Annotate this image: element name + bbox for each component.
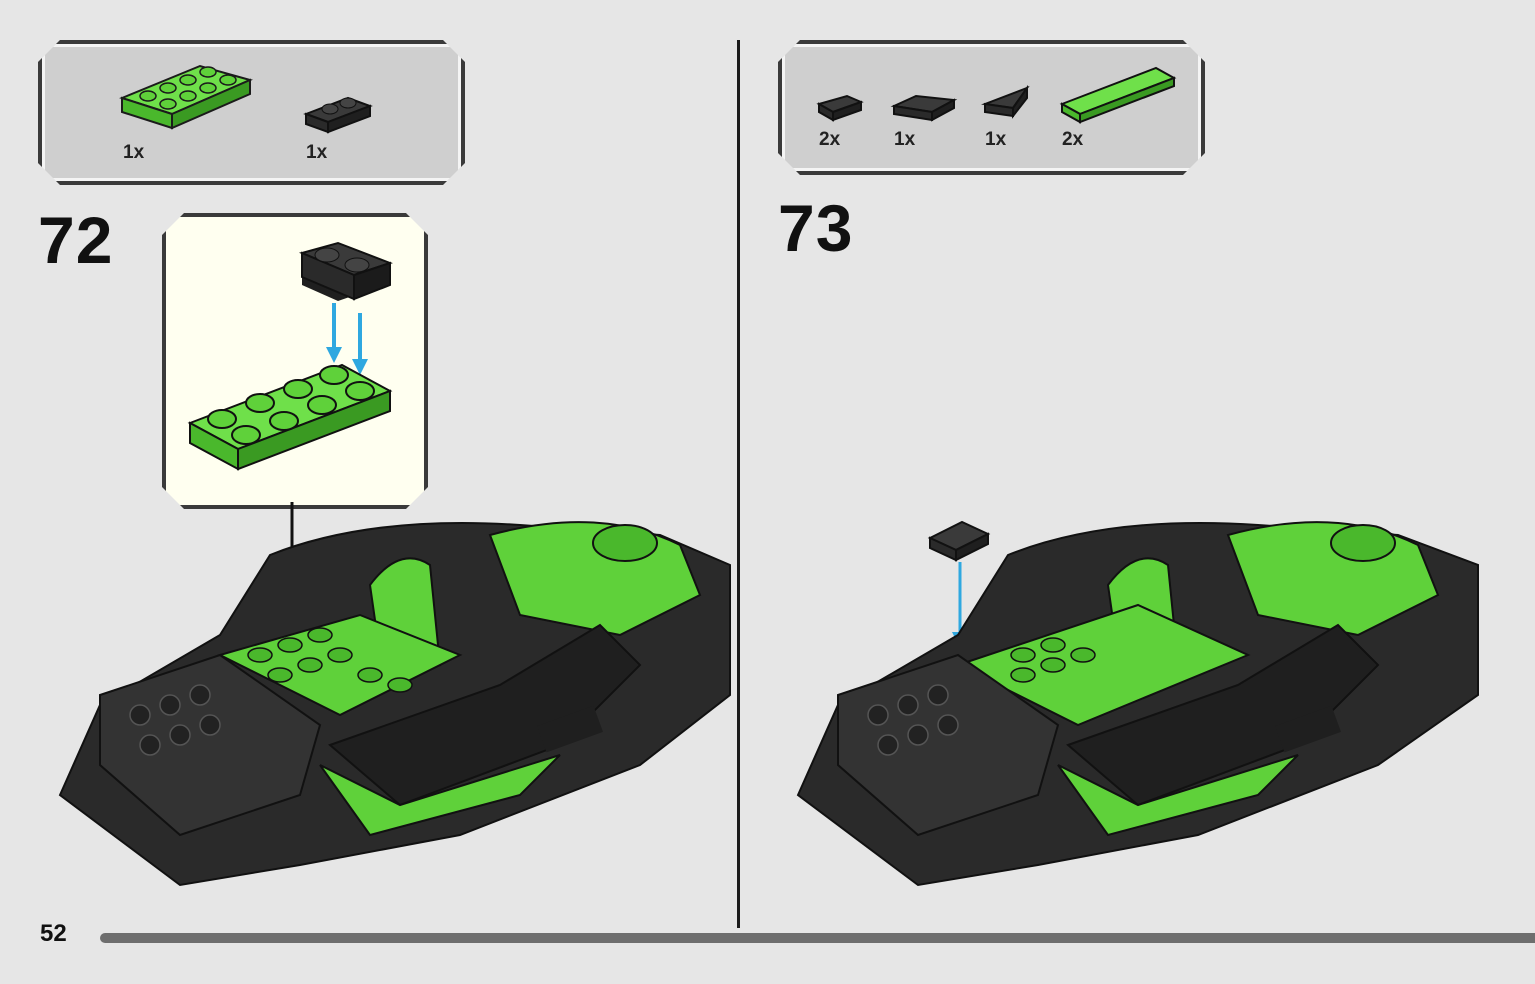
black-1x2-plate-icon xyxy=(303,96,373,134)
step-divider xyxy=(737,40,740,928)
part-qty: 2x xyxy=(1062,129,1084,150)
part-qty: 1x xyxy=(894,129,916,150)
model-assembly-illustration xyxy=(796,521,1479,887)
black-tile-icon xyxy=(816,94,864,122)
callout-assembly-illustration xyxy=(187,241,393,471)
green-long-tile-icon xyxy=(1059,66,1177,124)
model-assembly-illustration xyxy=(58,521,731,887)
black-wedge-icon xyxy=(981,84,1030,119)
step-number: 72 xyxy=(38,203,114,277)
green-2x4-plate-icon xyxy=(119,64,253,130)
step-number: 73 xyxy=(778,191,854,265)
part-qty: 1x xyxy=(985,129,1007,150)
black-wedge-plate-icon xyxy=(890,94,958,122)
part-qty: 2x xyxy=(819,129,841,150)
step-72-parts-box xyxy=(38,40,465,185)
progress-bar xyxy=(100,933,1535,943)
page-number: 52 xyxy=(40,920,67,947)
part-qty: 1x xyxy=(306,142,328,163)
part-qty: 1x xyxy=(123,142,145,163)
